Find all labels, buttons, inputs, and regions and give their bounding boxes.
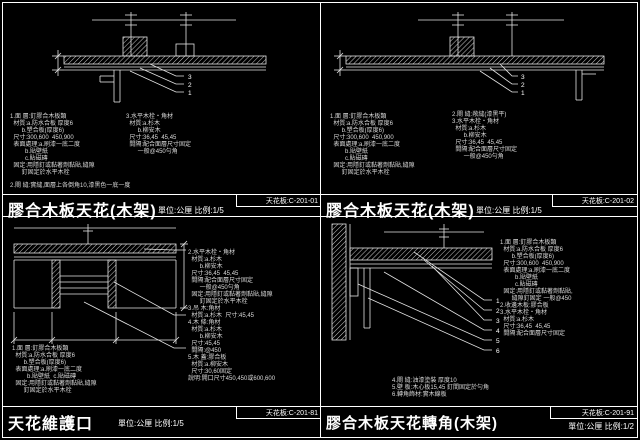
sheet-ref-1: 天花板:C-201-01 [265,198,318,205]
ref-cell-rule-4 [550,418,637,419]
ref-cell-divider-3 [236,406,237,418]
title-rule-bottom [2,406,638,407]
notes-members-3: 2.水平木栓‧角材 材質:a.杉木 b.柳安木 尺寸:36,45 45,45 間… [188,250,276,382]
ref-cell-rule-2 [552,206,637,207]
callout-number: 3 [496,318,500,325]
notes-surface-layer-3: 1.面 層:釘膠合木板類 材質:a.防水合板 厚度6 b.塑合板(厚度6) 表面… [12,346,97,394]
detail-drawing-ceiling-2: 3 2 1 [334,12,605,101]
title-rule-top [2,194,638,195]
notes-surface-layer-1: 1.面 層:釘膠合木板類 材質:a.防水合板 厚度6 b.塑合板(厚度6) 尺寸… [10,114,95,176]
notes-joint-wall-4: 4.閘 縫:油漆塗裝 厚度10 5.壁 板:木心板15,45 釘間固定於勻角 6… [392,378,490,398]
panel-scale-2: 單位:公厘 比例:1/5 [476,206,542,215]
callout-number: 4 [496,328,500,335]
callout-number: 2 [496,308,500,315]
sheet-ref-4: 天花板:C-201-91 [581,410,634,417]
panel-scale-3: 單位:公厘 比例:1/5 [118,419,184,428]
callout-number: 2 [521,82,525,89]
callout-number: 2 [188,82,192,89]
notes-surface-layer-2: 1.面 層:釘膠合木板類 材質:a.防水合板 厚度6 b.塑合板(厚度6) 尺寸… [330,114,415,176]
ref-cell-divider-1 [236,194,237,206]
panel-title-2: 膠合木板天花(木架) [326,203,475,220]
callout-number: 6 [496,348,500,355]
ref-cell-rule-1 [236,206,320,207]
notes-surface-layer-4: 1.面 層:釘膠合木板類 材質:a.防水合板 厚度6 b.塑合板(厚度6) 尺寸… [500,240,573,337]
panel-title-3: 天花維護口 [8,416,94,433]
note-joint-1: 2.閘 縫:實縫,面層上各倒角10,漆黑色一底一度 [10,183,131,189]
notes-battens-2: 2.閘 縫:敞縫(漆黑平) 3.水平木栓‧角材 材質:a.杉木 b.柳安木 尺寸… [452,112,518,160]
ref-cell-divider-4 [550,406,551,418]
panel-title-4: 膠合木板天花轉角(木架) [326,415,498,432]
panel-scale-4: 單位:公厘 比例:1/2 [568,422,634,431]
ref-cell-rule-3 [236,418,320,419]
callout-number: 1 [496,298,500,305]
detail-drawing-corner: 1 2 3 4 5 6 [331,223,500,355]
panel-title-1: 膠合木板天花(木架) [8,203,157,220]
detail-drawing-ceiling-1: 3 2 1 [52,12,267,103]
sheet-ref-3: 天花板:C-201-81 [265,410,318,417]
sheet-ref-2: 天花板:C-201-02 [581,198,634,205]
divider-vertical [320,2,321,438]
callout-number: 3 [521,74,525,81]
divider-horizontal [2,216,638,217]
callout-number: 5 [496,338,500,345]
callout-number: 1 [188,90,192,97]
callout-number: 3 [188,74,192,81]
callout-number: 1 [521,90,525,97]
panel-scale-1: 單位:公厘 比例:1/5 [158,206,224,215]
detail-drawing-access [10,224,188,349]
ref-cell-divider-2 [552,194,553,206]
notes-battens-1: 3.水平木栓‧角材 材質:a.杉木 b.柳安木 尺寸:36,45 45,45 間… [126,114,192,155]
